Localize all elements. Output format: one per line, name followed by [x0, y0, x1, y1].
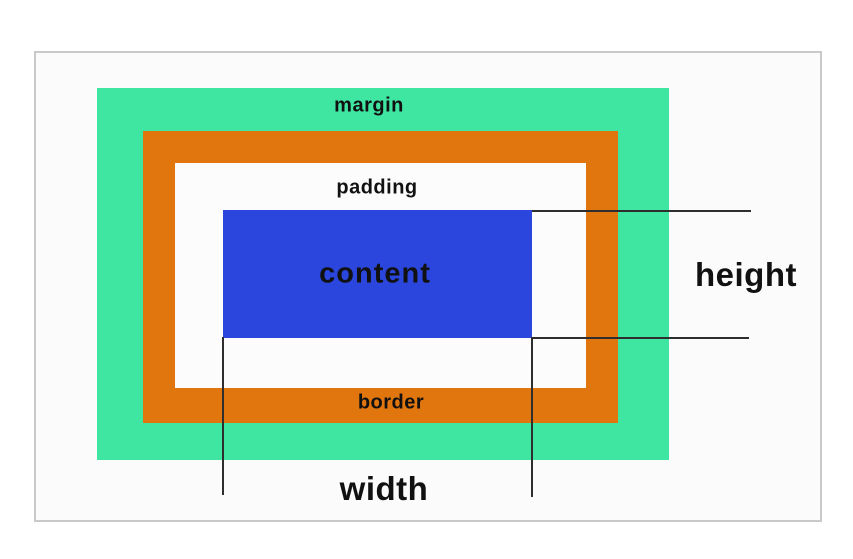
content-label: content — [319, 257, 431, 290]
content-box — [223, 210, 532, 338]
width-left-measure-line — [222, 337, 224, 495]
width-label: width — [339, 470, 429, 507]
width-right-measure-line — [531, 337, 533, 497]
border-label: border — [357, 391, 425, 414]
height-top-measure-line — [532, 210, 751, 212]
padding-label: padding — [336, 176, 418, 199]
height-label: height — [695, 256, 797, 293]
height-bottom-measure-line — [532, 337, 749, 339]
margin-label: margin — [334, 94, 404, 117]
